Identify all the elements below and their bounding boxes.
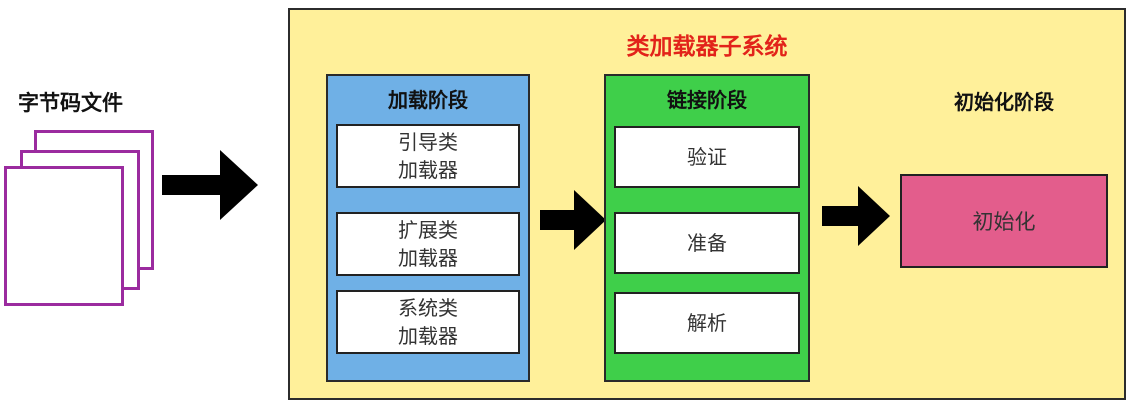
bytecode-file-label: 字节码文件 — [18, 91, 123, 115]
loader-line1: 扩展类 — [398, 218, 458, 242]
linking-stage-title: 链接阶段 — [667, 88, 747, 112]
bytecode-page-front — [4, 166, 124, 306]
loader-line1: 系统类 — [398, 296, 458, 320]
loader-line2: 加载器 — [398, 246, 458, 270]
initialization-stage-title: 初始化阶段 — [954, 90, 1054, 114]
right-arrow-icon — [540, 190, 610, 250]
initialization-box: 初始化 — [900, 174, 1108, 268]
loader-line1: 引导类 — [398, 130, 458, 154]
verification-step: 验证 — [614, 126, 800, 188]
extension-class-loader: 扩展类 加载器 — [336, 212, 520, 276]
preparation-step: 准备 — [614, 212, 800, 274]
loading-stage-title: 加载阶段 — [388, 88, 468, 112]
system-class-loader: 系统类 加载器 — [336, 290, 520, 354]
subsystem-title: 类加载器子系统 — [626, 34, 788, 60]
bootstrap-class-loader: 引导类 加载器 — [336, 124, 520, 188]
loader-line2: 加载器 — [398, 158, 458, 182]
right-arrow-icon — [162, 150, 262, 220]
resolution-step: 解析 — [614, 292, 800, 354]
loader-line2: 加载器 — [398, 324, 458, 348]
right-arrow-icon — [822, 186, 894, 246]
